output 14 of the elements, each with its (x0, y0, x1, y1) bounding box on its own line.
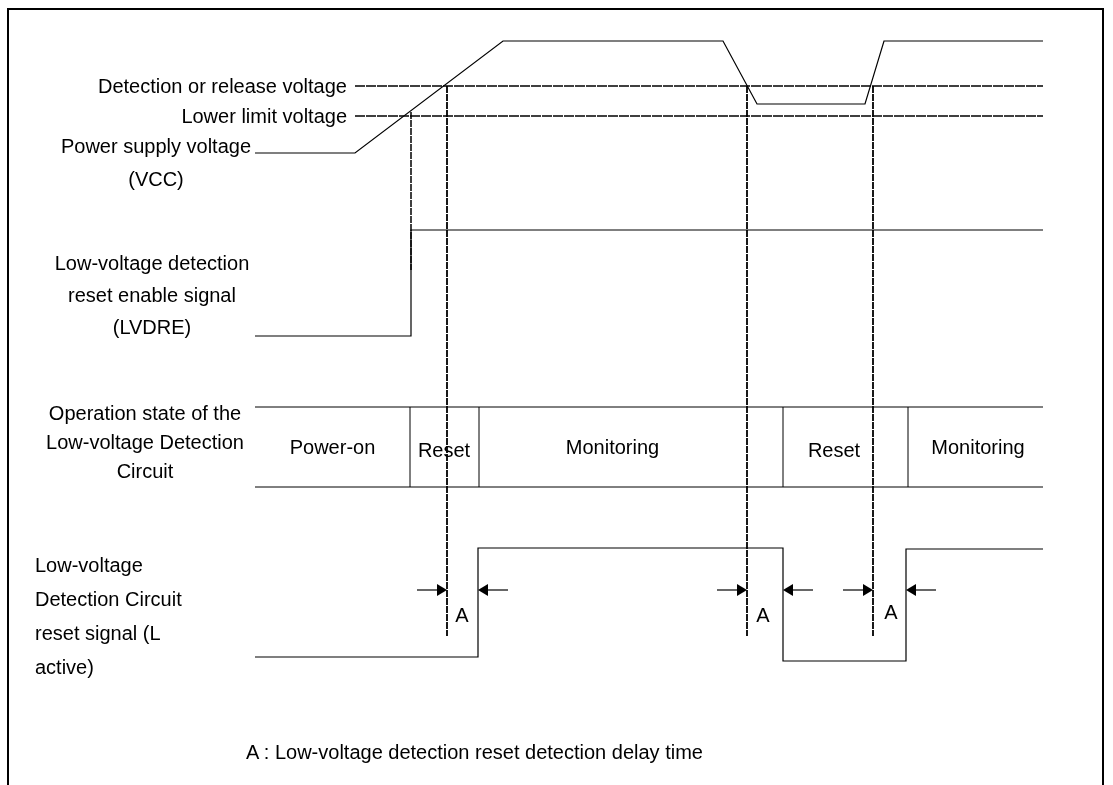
signal-label: Low-voltage Detection Circuit reset signal (L active) (35, 553, 183, 680)
footnote: A : Low-voltage detection reset detection delay time (246, 741, 704, 763)
threshold-label: Lower limit voltage (180, 105, 347, 127)
delay-label: A (755, 604, 771, 626)
signal-label: Operation state of the Low-voltage Detection Circuit (45, 401, 245, 484)
state-label: Monitoring (564, 436, 661, 458)
delay-label: A (883, 601, 899, 623)
state-label: Power-on (288, 436, 377, 458)
threshold-label: Detection or release voltage (96, 75, 347, 97)
delay-label: A (454, 604, 470, 626)
state-label: Monitoring (930, 436, 1026, 458)
signal-label: Low-voltage detection reset enable signal (LVDRE) (53, 251, 251, 340)
signal-label: Power supply voltage (VCC) (59, 134, 253, 192)
state-label: Reset (806, 439, 862, 461)
